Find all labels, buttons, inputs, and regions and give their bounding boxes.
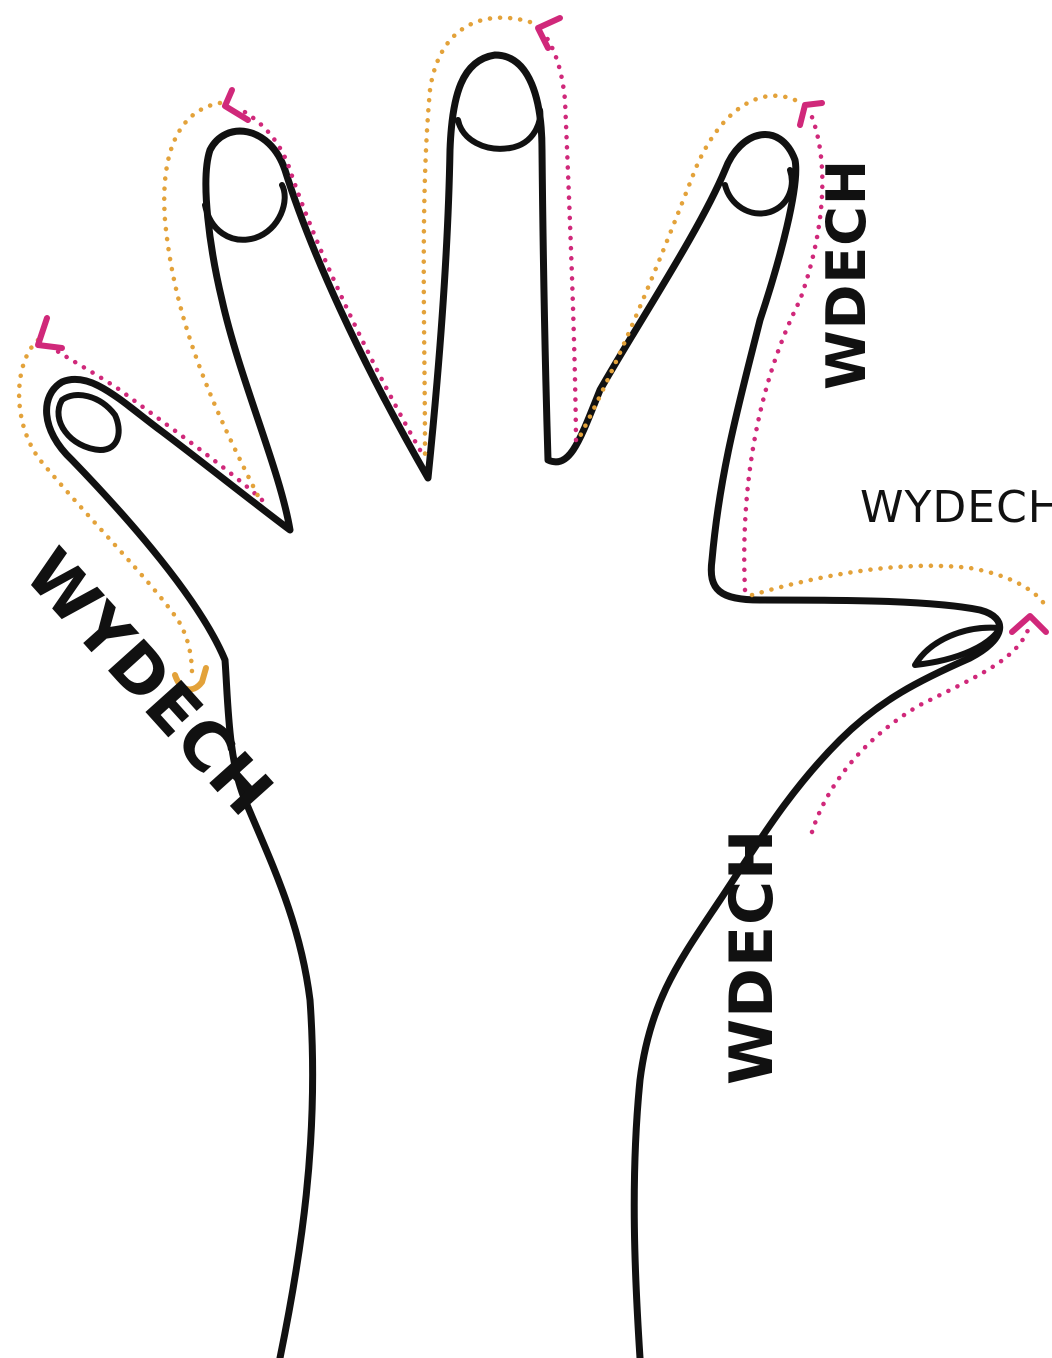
nail-ring bbox=[205, 185, 285, 240]
nail-pinky bbox=[58, 395, 118, 450]
exhale-path-index bbox=[578, 96, 795, 440]
arrowhead-middle bbox=[538, 18, 560, 48]
label-inhale-index: WDECH bbox=[815, 159, 878, 390]
label-exhale-left: WYDECH bbox=[10, 534, 288, 831]
label-exhale-right: WYDECH bbox=[860, 482, 1052, 533]
arrowhead-index bbox=[800, 103, 822, 125]
nail-index bbox=[725, 170, 792, 213]
arrowhead-ring bbox=[225, 90, 248, 120]
label-inhale-thumb: WDECH bbox=[717, 829, 787, 1085]
inhale-path-index bbox=[744, 112, 822, 590]
nail-middle bbox=[458, 110, 540, 149]
arrowhead-pinky bbox=[38, 318, 62, 348]
inhale-path-middle bbox=[545, 35, 576, 440]
